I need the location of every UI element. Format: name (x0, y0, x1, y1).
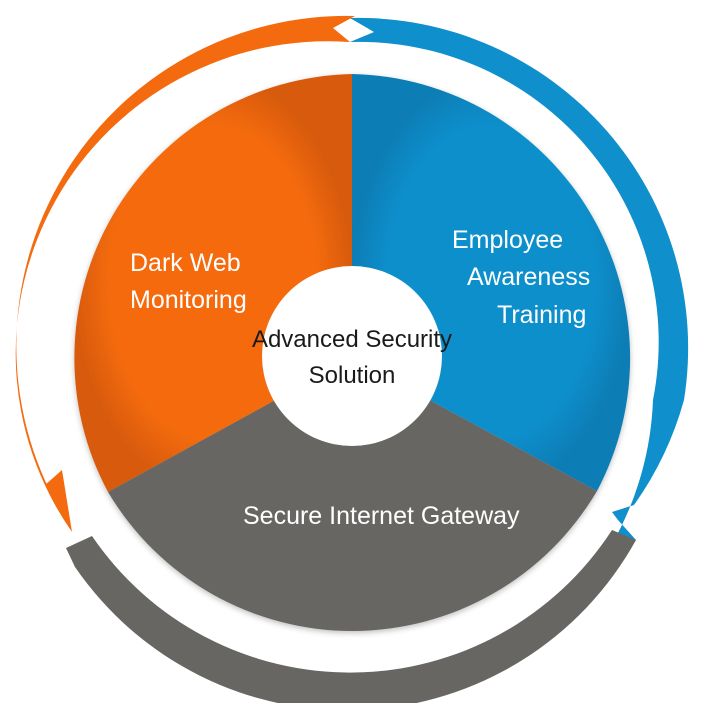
employee-label-line1: Employee (452, 226, 563, 254)
outer-ring (15, 15, 689, 703)
gray-ring-arrow (66, 530, 636, 703)
center-label-line1: Advanced Security (252, 326, 452, 353)
employee-label-line2: Awareness (467, 263, 590, 291)
blue-ring-arrow (350, 17, 689, 545)
center-label-line2: Solution (309, 362, 396, 389)
gateway-label: Secure Internet Gateway (243, 502, 520, 530)
dark-web-label-line2: Monitoring (130, 286, 247, 314)
center-circle (262, 266, 442, 446)
dark-web-label-line1: Dark Web (130, 249, 241, 277)
employee-label-line3: Training (497, 301, 586, 329)
segment-secure-gateway (108, 358, 597, 632)
ring-gap (59, 65, 645, 651)
